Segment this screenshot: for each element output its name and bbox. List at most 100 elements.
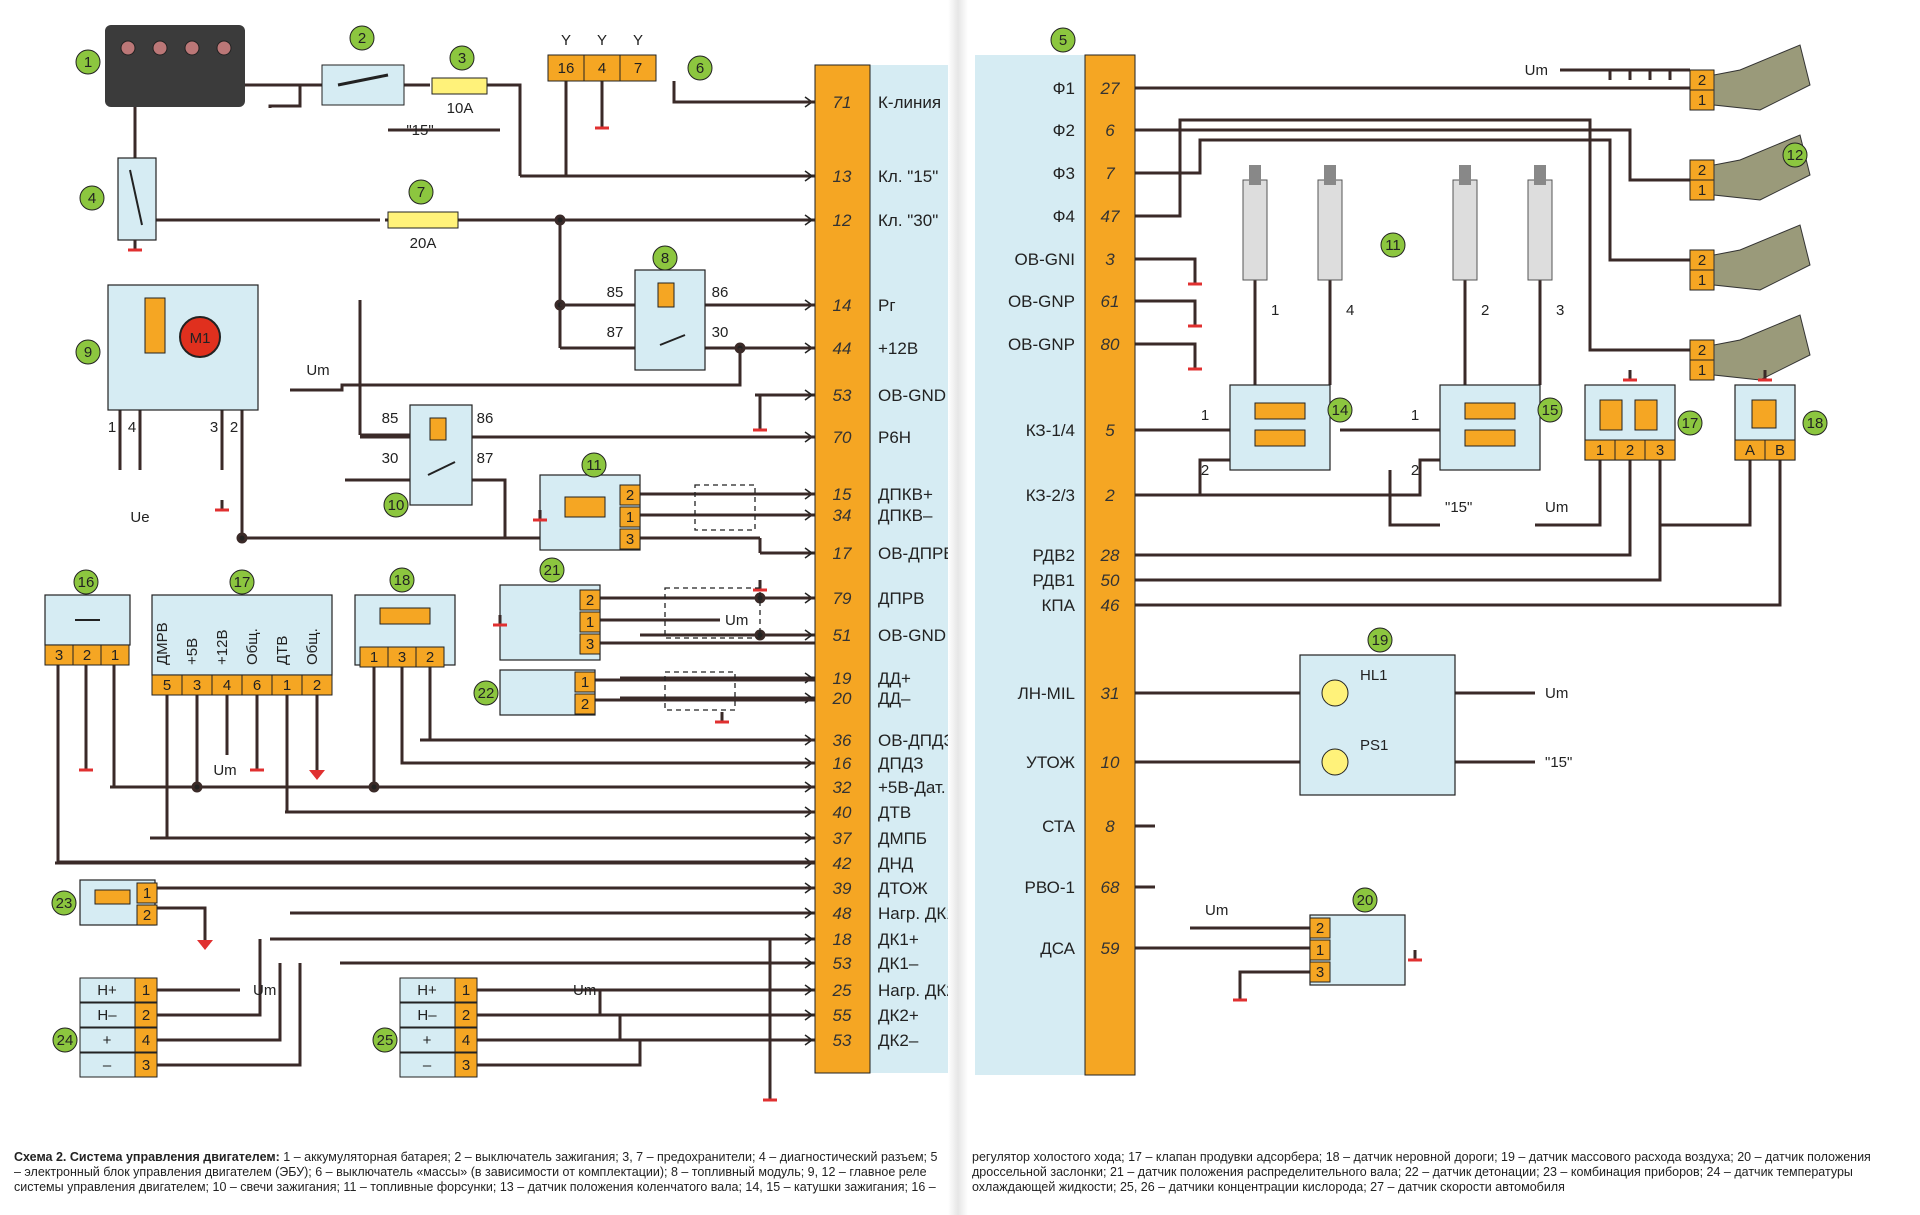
wire bbox=[1155, 460, 1782, 607]
um-label: Um bbox=[306, 362, 329, 379]
o2-connector-pin bbox=[134, 977, 158, 1003]
o2-pin-label: – bbox=[103, 1057, 112, 1074]
pin-number: 2 bbox=[1626, 442, 1634, 459]
ecu-pin-number: 27 bbox=[1100, 79, 1120, 98]
ignition-coil-15 bbox=[1439, 384, 1541, 471]
ecu-signal-label: ДТОЖ bbox=[878, 879, 928, 898]
diag-connector-pin bbox=[583, 54, 621, 82]
wire bbox=[1155, 460, 1662, 582]
ecu-signal-label: ДК2– bbox=[878, 1031, 919, 1050]
pin-number: 2 bbox=[1698, 342, 1706, 359]
sensor-21-pin bbox=[579, 633, 601, 655]
pin-number: 1 bbox=[581, 674, 589, 691]
callout-badge bbox=[581, 452, 607, 478]
o2-pin-label: Н– bbox=[97, 1007, 117, 1024]
pin-number: 1 bbox=[1698, 362, 1706, 379]
pin-number: 1 bbox=[283, 677, 291, 694]
gauge-label: PS1 bbox=[1360, 737, 1388, 754]
ecu-pin-number: 7 bbox=[1105, 164, 1115, 183]
ecu-pin-number: 53 bbox=[833, 954, 852, 973]
callout-badge bbox=[1352, 887, 1378, 913]
pin-arrow bbox=[804, 907, 814, 919]
callout-badge bbox=[79, 185, 105, 211]
wire bbox=[1155, 128, 1690, 182]
relay-pin: 87 bbox=[477, 450, 494, 467]
pin-number: 2 bbox=[1316, 920, 1324, 937]
wire bbox=[157, 939, 262, 1017]
ecu-pin-number: 31 bbox=[1101, 684, 1120, 703]
spark-plug-icon bbox=[1242, 179, 1268, 281]
callout-badge bbox=[1327, 397, 1353, 423]
callout-badge bbox=[1537, 397, 1563, 423]
um-label: Um bbox=[253, 982, 276, 999]
wire bbox=[477, 990, 602, 1017]
pin-number: 1 bbox=[586, 614, 594, 631]
relay-pin: 30 bbox=[382, 450, 399, 467]
o2-connector-pin bbox=[134, 1052, 158, 1078]
pin-number: 3 bbox=[462, 1057, 470, 1074]
ecu-pin-number: 19 bbox=[833, 669, 852, 688]
sensor-21-pin bbox=[579, 589, 601, 611]
battery-terminal bbox=[184, 40, 200, 56]
ecu-right-panel bbox=[975, 55, 1085, 1075]
ecu-signal-label: ДСА bbox=[1040, 939, 1075, 958]
ecu-left-pin-column bbox=[814, 64, 871, 1074]
ecu-signal-label: Ф2 bbox=[1053, 121, 1075, 140]
ecu-pin-number: 34 bbox=[833, 506, 852, 525]
ecu-pin-number: 48 bbox=[833, 904, 852, 923]
ecu-pin-number: 40 bbox=[833, 803, 852, 822]
wire bbox=[1155, 257, 1197, 274]
fuse-10a bbox=[431, 77, 488, 95]
ecu-pin-number: 53 bbox=[833, 1031, 852, 1050]
ecu-pin-number: 71 bbox=[833, 93, 852, 112]
ecu-pin-number: 5 bbox=[1105, 421, 1115, 440]
pin-number: 3 bbox=[55, 647, 63, 664]
diag-connector-pin bbox=[619, 54, 657, 82]
pin-number: 2 bbox=[1698, 72, 1706, 89]
shield-dashed bbox=[694, 484, 756, 531]
pin-number: 4 bbox=[598, 60, 606, 77]
relay-coil bbox=[657, 282, 675, 308]
ecu-pin-number: 32 bbox=[833, 778, 852, 797]
spark-plug-number: 1 bbox=[1271, 302, 1279, 319]
sensor-20-pin bbox=[415, 646, 445, 668]
motor-label: M1 bbox=[190, 330, 211, 347]
ecu-pin-number: 46 bbox=[1101, 596, 1120, 615]
pin-number: 2 bbox=[1698, 162, 1706, 179]
um-label: Um bbox=[1545, 685, 1568, 702]
maf-sensor-19 bbox=[151, 594, 333, 676]
maf-pin-label: ДТВ bbox=[274, 636, 291, 665]
sensor-13-pin bbox=[619, 528, 641, 550]
fuel-pump-pin: 4 bbox=[128, 419, 136, 436]
pin-number: 6 bbox=[253, 677, 261, 694]
fuel-pump-pin: 2 bbox=[230, 419, 238, 436]
fuel-pump-pin: 3 bbox=[210, 419, 218, 436]
callout-badge bbox=[687, 55, 713, 81]
net-15-label: "15" bbox=[1445, 499, 1472, 516]
ecu-pin-number: 53 bbox=[833, 386, 852, 405]
wire bbox=[1155, 118, 1690, 352]
net-15-label: "15" bbox=[1545, 754, 1572, 771]
pin-number: 1 bbox=[142, 982, 150, 999]
maf-pin-label: Общ. bbox=[304, 628, 321, 665]
o2-pin-label-box bbox=[399, 977, 456, 1003]
junction-dot bbox=[554, 214, 566, 226]
pin-number: 1 bbox=[462, 982, 470, 999]
sensor-13-pin bbox=[619, 506, 641, 528]
ecu-pin-number: 12 bbox=[833, 211, 852, 230]
pin-number: 1 bbox=[1698, 272, 1706, 289]
fuel-pump-pin: 1 bbox=[108, 419, 116, 436]
caption-title: Схема 2. Система управления двигателем: bbox=[14, 1150, 280, 1164]
ecu-pin-number: 18 bbox=[833, 930, 852, 949]
lamp-label: HL1 bbox=[1360, 667, 1388, 684]
pin-number: 3 bbox=[1316, 964, 1324, 981]
callout-badge bbox=[52, 1027, 78, 1053]
wire bbox=[1388, 470, 1440, 527]
pin-number: 3 bbox=[1656, 442, 1664, 459]
callout-badge bbox=[1782, 142, 1808, 168]
battery-icon bbox=[105, 25, 245, 107]
callout-number: 15 bbox=[1542, 402, 1559, 419]
coil-winding bbox=[1464, 429, 1516, 447]
ecu-pin-number: 36 bbox=[833, 731, 852, 750]
